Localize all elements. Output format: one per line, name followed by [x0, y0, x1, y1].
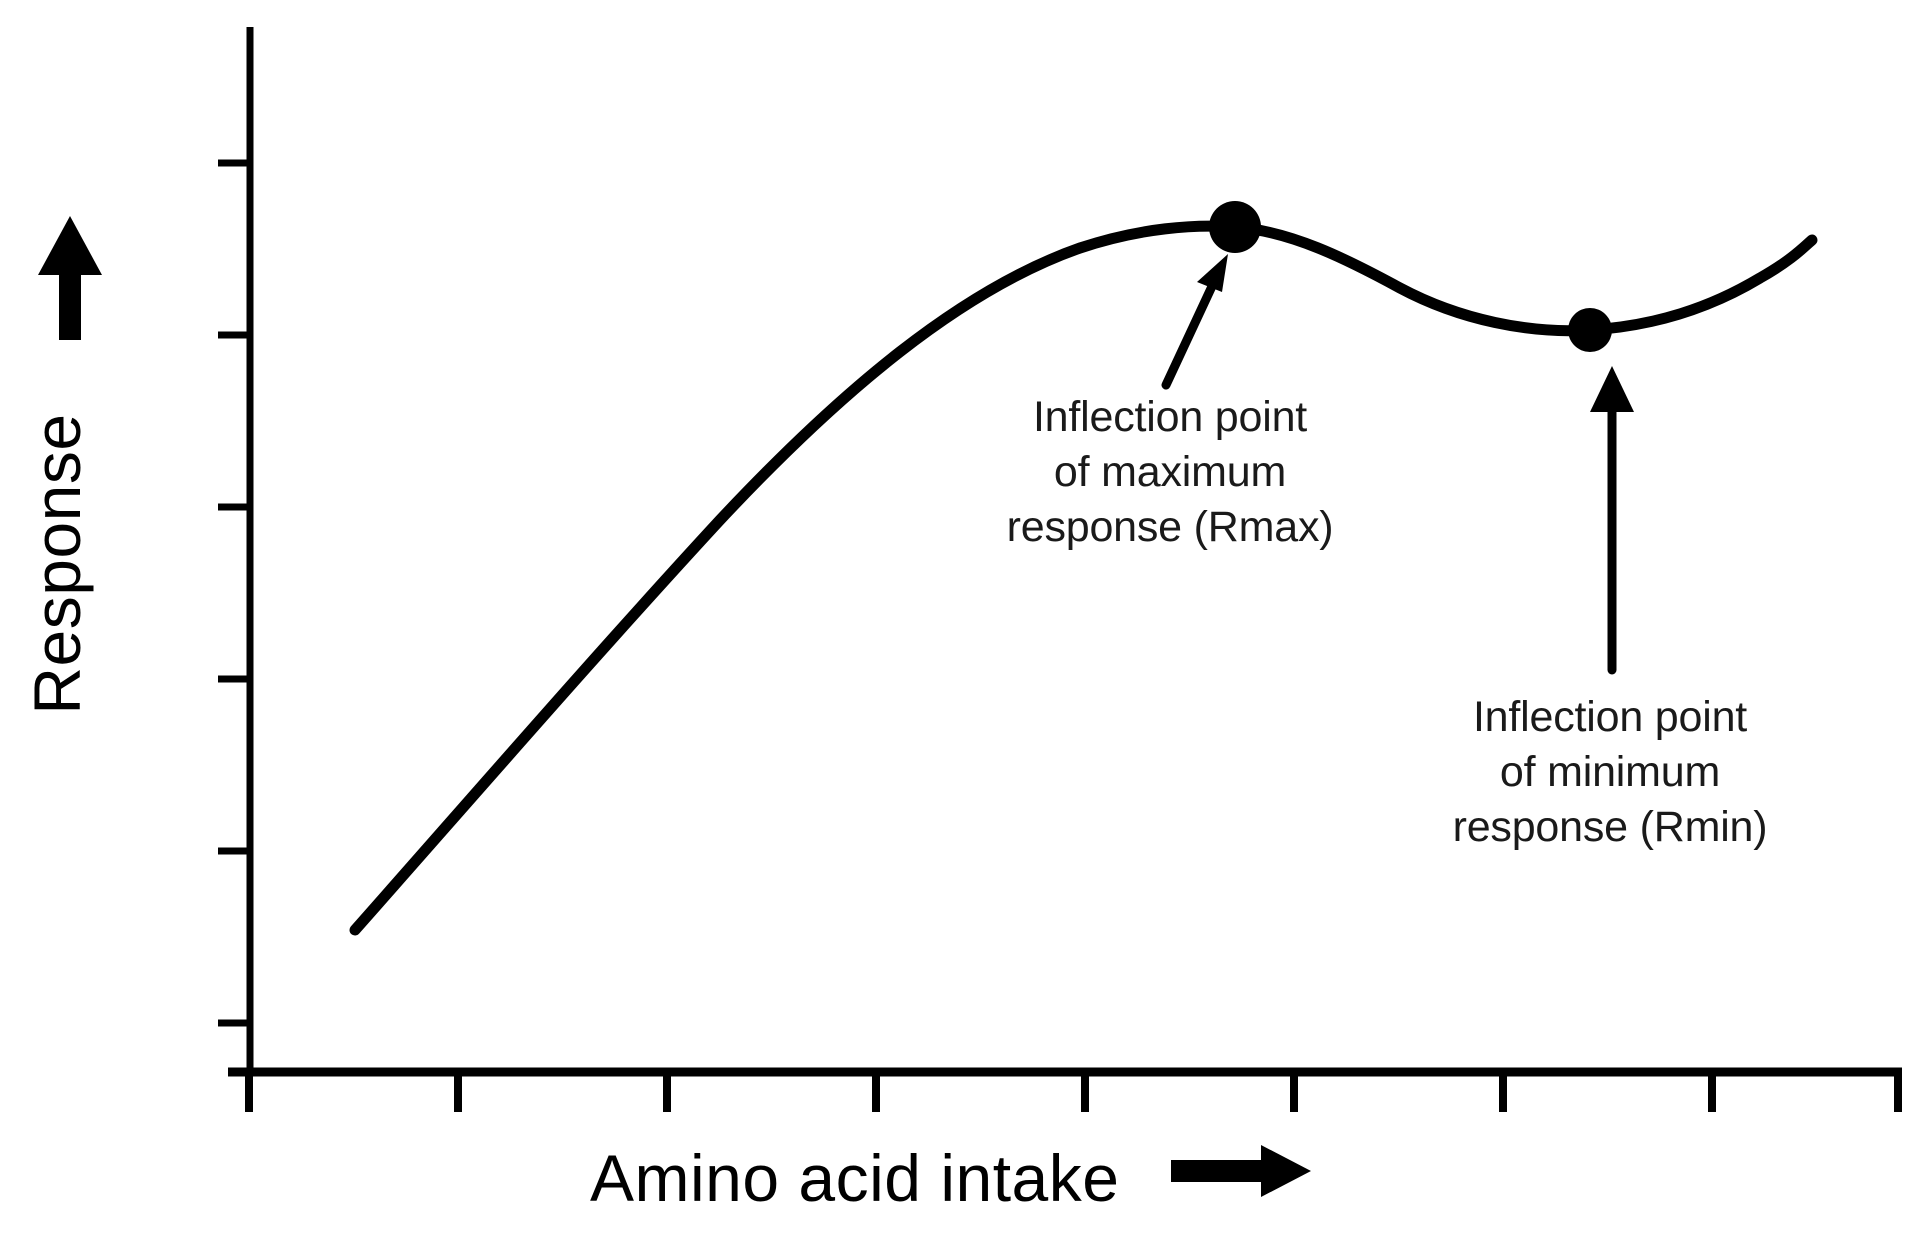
rmin-marker-dot — [1568, 308, 1612, 352]
x-axis-label-group: Amino acid intake — [590, 1140, 1315, 1216]
rmax-marker-dot — [1209, 201, 1261, 253]
y-axis-direction-arrow-icon — [38, 216, 102, 340]
right-arrow-icon — [1165, 1140, 1315, 1216]
x-axis-ticks — [245, 1072, 1902, 1112]
x-axis-label: Amino acid intake — [590, 1141, 1120, 1215]
annotation-rmax-line-1: Inflection point — [1032, 393, 1308, 441]
y-axis-label: Response — [20, 413, 94, 715]
y-axis-ticks — [218, 159, 250, 1027]
annotation-rmin-line-2: of minimum — [1499, 748, 1721, 797]
annotation-rmax: Inflection point of maximum response (Rm… — [950, 390, 1390, 555]
annotation-rmin-line-3: response (Rmin) — [1452, 803, 1768, 852]
rmax-annotation-arrow-icon — [1161, 254, 1228, 390]
rmin-annotation-arrow-icon — [1590, 366, 1634, 675]
annotation-rmax-line-3: response (Rmax) — [1006, 503, 1334, 552]
annotation-rmin-line-1: Inflection point — [1472, 693, 1748, 741]
annotation-rmin: Inflection point of minimum response (Rm… — [1390, 690, 1830, 855]
annotation-rmax-line-2: of maximum — [1053, 448, 1287, 497]
